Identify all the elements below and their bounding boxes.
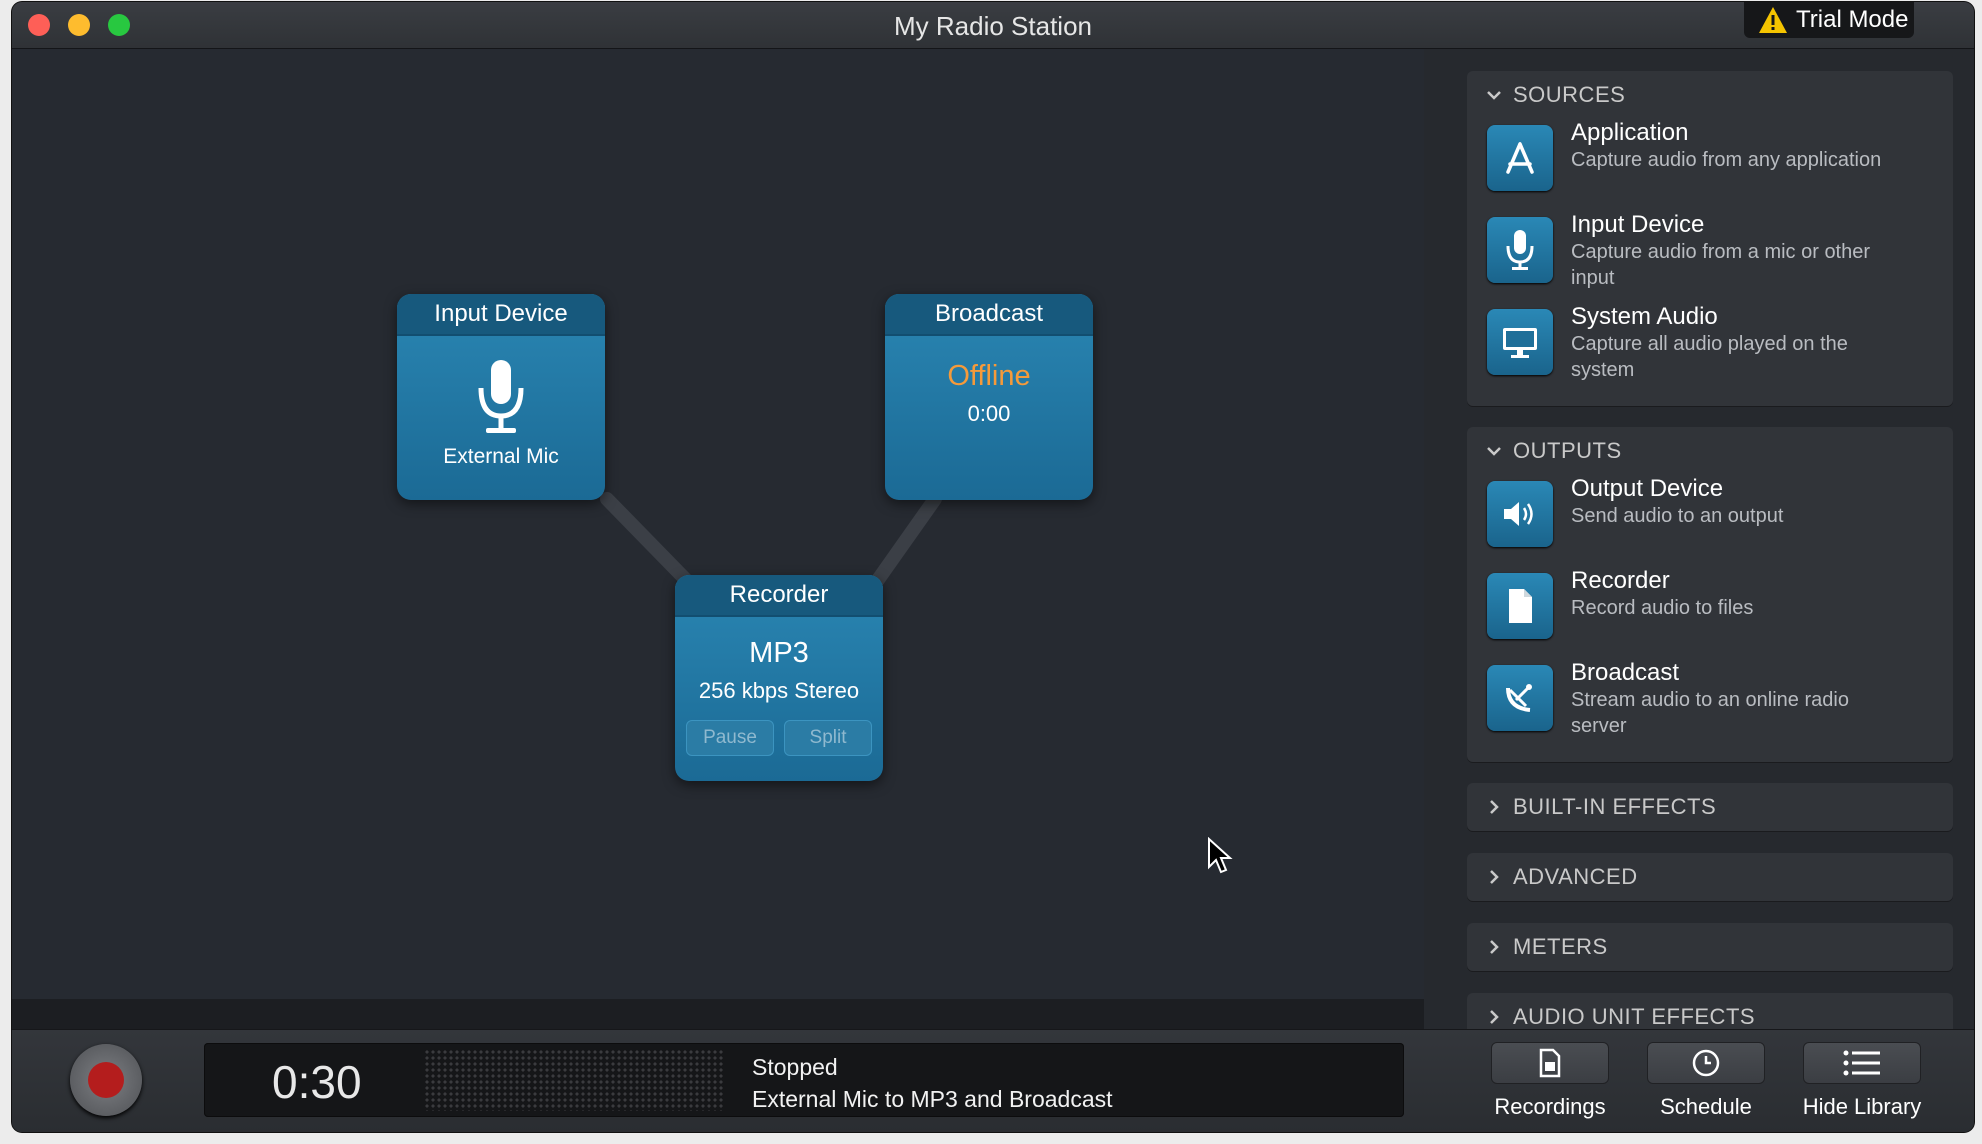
mouse-pointer-icon [1208, 837, 1233, 874]
record-icon [88, 1062, 124, 1098]
trial-mode-badge[interactable]: Trial Mode [1744, 2, 1914, 38]
status-description: External Mic to MP3 and Broadcast [752, 1086, 1113, 1112]
wire-input-to-recorder [600, 492, 697, 591]
chevron-right-icon [1490, 1010, 1499, 1024]
item-title: Recorder [1571, 567, 1670, 594]
broadcast-time: 0:00 [967, 401, 1011, 426]
close-window-button[interactable] [28, 14, 50, 36]
pause-button[interactable]: Pause [686, 720, 774, 756]
sources-panel: SOURCES Application Capture audio from a… [1467, 71, 1953, 406]
clock-icon [1692, 1049, 1720, 1077]
routing-canvas[interactable]: Input Device External Mic Broadcast Offl… [12, 49, 1424, 999]
warning-icon [1759, 7, 1787, 33]
transport-bar: 0:30 Stopped External Mic to MP3 and Bro… [12, 1029, 1974, 1132]
source-item-system-audio[interactable]: System Audio Capture all audio played on… [1467, 303, 1953, 395]
item-description: Capture audio from a mic or other input [1571, 241, 1871, 289]
outputs-title: OUTPUTS [1513, 438, 1622, 463]
item-description: Capture all audio played on the system [1571, 333, 1848, 381]
schedule-label: Schedule [1660, 1094, 1752, 1119]
item-title: System Audio [1571, 303, 1718, 330]
item-description: Record audio to files [1571, 597, 1754, 619]
record-button[interactable] [70, 1044, 142, 1116]
sources-header[interactable]: SOURCES [1467, 71, 1953, 119]
output-item-broadcast[interactable]: Broadcast Stream audio to an online radi… [1467, 659, 1953, 751]
app-window: My Radio Station Trial Mode Input Device [12, 2, 1974, 1132]
item-title: Output Device [1571, 475, 1724, 502]
item-description: Capture audio from any application [1571, 149, 1882, 171]
document-icon [1509, 589, 1532, 623]
output-item-output-device[interactable]: Output Device Send audio to an output [1467, 475, 1953, 567]
chevron-down-icon [1487, 91, 1501, 100]
item-title: Application [1571, 119, 1689, 146]
recorder-format: MP3 [749, 637, 809, 669]
zoom-window-button[interactable] [108, 14, 130, 36]
node-header: Broadcast [885, 294, 1093, 336]
satellite-dish-icon [1506, 684, 1532, 712]
source-item-input-device[interactable]: Input Device Capture audio from a mic or… [1467, 211, 1953, 303]
hide-library-label: Hide Library [1802, 1094, 1922, 1119]
panel-title: METERS [1513, 934, 1608, 959]
status-text: Stopped External Mic to MP3 and Broadcas… [752, 1051, 1113, 1115]
recordings-button[interactable]: Recordings [1485, 1042, 1615, 1120]
sources-title: SOURCES [1513, 82, 1626, 107]
input-device-name: External Mic [443, 445, 559, 468]
node-header: Recorder [675, 575, 883, 617]
broadcast-status: Offline [947, 360, 1031, 392]
panel-title: BUILT-IN EFFECTS [1513, 794, 1717, 819]
minimize-window-button[interactable] [68, 14, 90, 36]
recorder-node[interactable]: Recorder MP3 256 kbps Stereo Pause Split [675, 575, 883, 781]
recordings-icon [1539, 1048, 1561, 1078]
source-item-application[interactable]: Application Capture audio from any appli… [1467, 119, 1953, 211]
recordings-label: Recordings [1494, 1094, 1606, 1119]
level-meter [424, 1049, 724, 1111]
output-item-recorder[interactable]: Recorder Record audio to files [1467, 567, 1953, 659]
trial-mode-label: Trial Mode [1796, 6, 1909, 33]
schedule-button[interactable]: Schedule [1641, 1042, 1771, 1120]
panel-title: ADVANCED [1513, 864, 1638, 889]
connection-wires [600, 492, 942, 591]
advanced-panel[interactable]: ADVANCED [1467, 853, 1953, 901]
broadcast-node[interactable]: Broadcast Offline 0:00 [885, 294, 1093, 500]
wire-broadcast-to-recorder [868, 492, 942, 591]
window-title: My Radio Station [894, 11, 1092, 41]
chevron-down-icon [1487, 447, 1501, 456]
microphone-icon [1506, 230, 1534, 270]
hide-library-button[interactable]: Hide Library [1797, 1042, 1927, 1120]
microphone-icon [478, 360, 524, 433]
input-device-node[interactable]: Input Device External Mic [397, 294, 605, 500]
monitor-icon [1503, 328, 1537, 358]
list-icon [1843, 1050, 1880, 1076]
status-display: 0:30 Stopped External Mic to MP3 and Bro… [204, 1043, 1404, 1117]
chevron-right-icon [1490, 870, 1499, 884]
library-sidebar: SOURCES Application Capture audio from a… [1424, 49, 1974, 1029]
chevron-right-icon [1490, 800, 1499, 814]
recorder-quality: 256 kbps Stereo [698, 678, 860, 703]
outputs-header[interactable]: OUTPUTS [1467, 427, 1953, 475]
item-description: Stream audio to an online radio server [1571, 689, 1849, 737]
elapsed-time: 0:30 [272, 1056, 362, 1108]
split-button[interactable]: Split [784, 720, 872, 756]
outputs-panel: OUTPUTS Output Device Send audio to an o… [1467, 427, 1953, 762]
title-bar: My Radio Station Trial Mode [12, 2, 1974, 49]
item-title: Input Device [1571, 211, 1705, 238]
item-title: Broadcast [1571, 659, 1680, 686]
panel-title: AUDIO UNIT EFFECTS [1513, 1004, 1756, 1029]
speaker-icon [1504, 502, 1533, 526]
status-state: Stopped [752, 1054, 838, 1080]
item-description: Send audio to an output [1571, 505, 1784, 527]
node-header: Input Device [397, 294, 605, 336]
built-in-effects-panel[interactable]: BUILT-IN EFFECTS [1467, 783, 1953, 831]
canvas-footer-strip [12, 999, 1424, 1029]
app-store-icon [1506, 142, 1534, 174]
audio-unit-effects-panel[interactable]: AUDIO UNIT EFFECTS [1467, 993, 1953, 1029]
chevron-right-icon [1490, 940, 1499, 954]
meters-panel[interactable]: METERS [1467, 923, 1953, 971]
